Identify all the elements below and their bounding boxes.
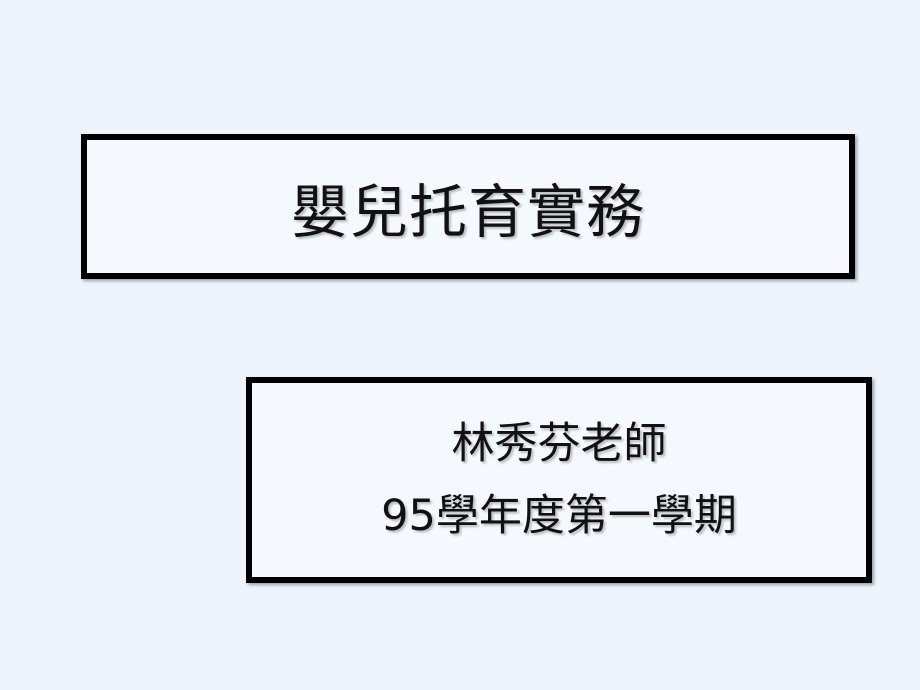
semester-label: 95學年度第一學期 xyxy=(381,491,737,541)
title-box: 嬰兒托育實務 xyxy=(81,134,855,279)
info-box: 林秀芬老師 95學年度第一學期 xyxy=(246,377,872,583)
slide-title: 嬰兒托育實務 xyxy=(290,177,645,246)
teacher-name: 林秀芬老師 xyxy=(451,419,667,469)
